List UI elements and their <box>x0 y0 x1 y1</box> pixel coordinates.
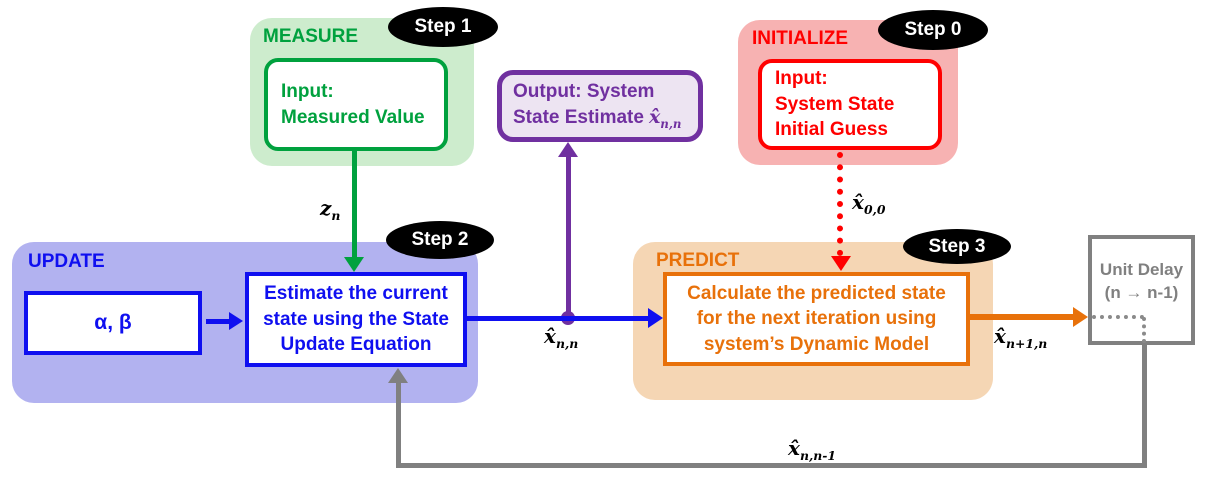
gain-to-update-arrow-head-icon <box>229 312 243 330</box>
xhat-nn-inline-label: x̂n,n <box>648 105 682 131</box>
initial-guess-x00-label: x̂0,0 <box>852 190 886 217</box>
update-to-predict-arrow-head-icon <box>648 308 663 328</box>
initialize-title: INITIALIZE <box>752 28 849 49</box>
initial-guess-input-text: Input: System State Initial Guess <box>775 68 895 141</box>
unit-delay-internal-dotted-line-v <box>1142 317 1146 343</box>
measured-value-input-text: Input: Measured Value <box>281 80 425 128</box>
measurement-zn-label: zn <box>320 196 341 223</box>
feedback-line-left <box>396 382 401 468</box>
prediction-arrow-line <box>970 314 1075 320</box>
measurement-arrow-head-icon <box>344 257 364 272</box>
feedback-line-bottom <box>396 463 1147 468</box>
measurement-arrow-line <box>352 149 357 259</box>
update-to-predict-arrow-line <box>467 316 650 321</box>
output-arrow-head-icon <box>558 142 578 157</box>
step-0-badge: Step 0 <box>878 10 988 50</box>
unit-delay-text: Unit Delay (n → n-1) <box>1099 260 1184 302</box>
gain-to-update-arrow-line <box>206 319 231 324</box>
state-update-equation-box: Estimate the current state using the Sta… <box>245 272 467 367</box>
dynamic-model-prediction-box: Calculate the predicted state for the ne… <box>663 272 970 366</box>
unit-delay-box: Unit Delay (n → n-1) <box>1088 235 1195 345</box>
dynamic-model-prediction-text: Calculate the predicted state for the ne… <box>687 282 946 355</box>
prediction-xn1n-label: x̂n+1,n <box>994 324 1048 351</box>
feedback-arrow-head-icon <box>388 368 408 383</box>
prediction-arrow-head-icon <box>1073 307 1088 327</box>
estimate-xnn-label: x̂n,n <box>544 324 579 351</box>
measure-title: MEASURE <box>263 26 359 47</box>
unit-delay-internal-dotted-line-h <box>1092 315 1144 319</box>
alpha-beta-gain-box: α, β <box>24 291 202 355</box>
feedback-line-right <box>1142 343 1147 466</box>
step-1-badge: Step 1 <box>388 7 498 47</box>
alpha-beta-text: α, β <box>94 310 132 334</box>
initial-guess-dotted-arrow-line <box>837 152 843 256</box>
state-update-equation-text: Estimate the current state using the Sta… <box>263 283 449 356</box>
step-2-badge: Step 2 <box>386 221 494 259</box>
update-title: UPDATE <box>28 251 105 272</box>
predict-title: PREDICT <box>656 250 740 271</box>
step-3-badge: Step 3 <box>903 229 1011 264</box>
previous-estimate-xnn1-label: x̂n,n-1 <box>788 436 837 463</box>
measured-value-input-box: Input: Measured Value <box>264 58 448 151</box>
initial-guess-input-box: Input: System State Initial Guess <box>758 59 942 150</box>
initial-guess-arrow-head-icon <box>831 256 851 271</box>
output-arrow-line <box>566 155 571 318</box>
